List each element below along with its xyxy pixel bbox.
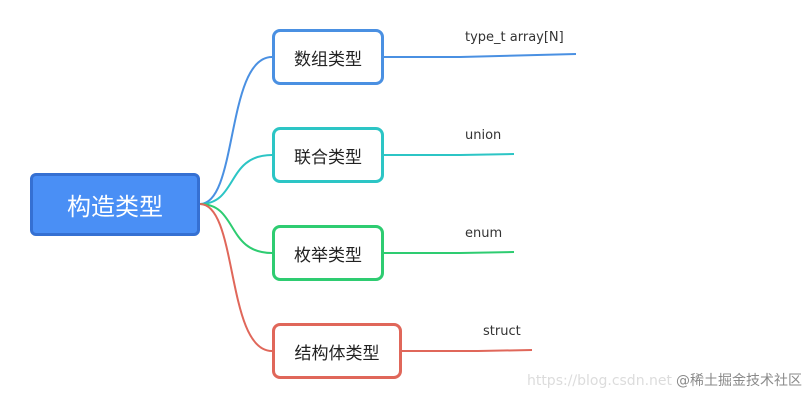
branch-node-struct-type[interactable]: 结构体类型 — [272, 323, 402, 379]
leaf-line-array — [384, 53, 577, 58]
connector-union — [199, 154, 273, 205]
connector-array — [199, 56, 273, 205]
watermark-text: @稀土掘金技术社区 — [676, 373, 802, 389]
leaf-label-union: union — [465, 128, 502, 143]
branch-node-label: 枚举类型 — [294, 245, 362, 266]
leaf-line-enum — [384, 251, 515, 254]
leaf-label-enum: enum — [465, 226, 503, 241]
branch-node-label: 数组类型 — [294, 49, 362, 70]
leaf-line-union — [384, 153, 515, 156]
root-node-composite-types[interactable]: 构造类型 — [30, 173, 200, 236]
connector-struct — [199, 203, 273, 352]
leaf-label-struct: struct — [483, 324, 521, 339]
branch-node-label: 联合类型 — [294, 147, 362, 168]
branch-node-enum-type[interactable]: 枚举类型 — [272, 225, 384, 281]
branch-node-label: 结构体类型 — [294, 343, 380, 364]
root-node-label: 构造类型 — [67, 193, 163, 221]
branch-node-union-type[interactable]: 联合类型 — [272, 127, 384, 183]
watermark: https://blog.csdn.net@稀土掘金技术社区 — [527, 370, 802, 390]
connector-enum — [199, 203, 273, 254]
branch-node-array-type[interactable]: 数组类型 — [272, 29, 384, 85]
leaf-label-array: type_t array[N] — [465, 30, 564, 45]
leaf-line-struct — [402, 349, 533, 352]
watermark-faint-url: https://blog.csdn.net — [526, 373, 672, 389]
